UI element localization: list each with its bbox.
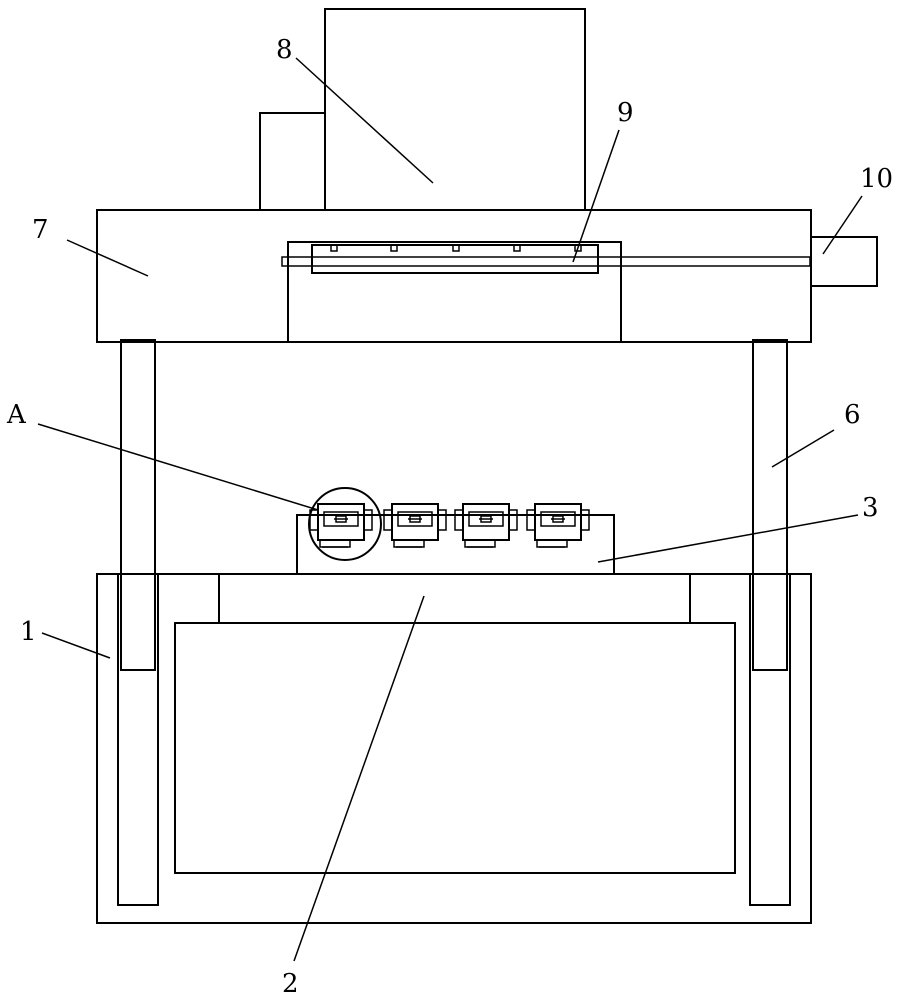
label-8: 8 <box>276 35 293 65</box>
leader-lines <box>37 57 863 962</box>
label-7: 7 <box>32 215 49 245</box>
clamp-unit <box>309 503 373 548</box>
label-6: 6 <box>844 400 861 430</box>
clamp-group <box>309 503 590 548</box>
right-column <box>749 339 791 906</box>
base-frame <box>96 573 812 924</box>
label-2: 2 <box>282 969 299 999</box>
slide-rail <box>281 244 811 274</box>
motor-10 <box>810 236 878 287</box>
top-box <box>259 8 586 211</box>
clamp-unit <box>526 503 590 548</box>
worktable <box>218 574 691 623</box>
label-10: 10 <box>860 164 893 194</box>
detail-a-circle <box>308 487 382 561</box>
label-a: A <box>6 400 27 430</box>
top-beam <box>96 209 812 343</box>
left-column <box>117 339 159 906</box>
label-9: 9 <box>617 98 634 128</box>
clamp-unit <box>454 503 518 548</box>
clamp-unit <box>383 503 447 548</box>
label-1: 1 <box>20 617 37 647</box>
label-3: 3 <box>862 493 879 523</box>
